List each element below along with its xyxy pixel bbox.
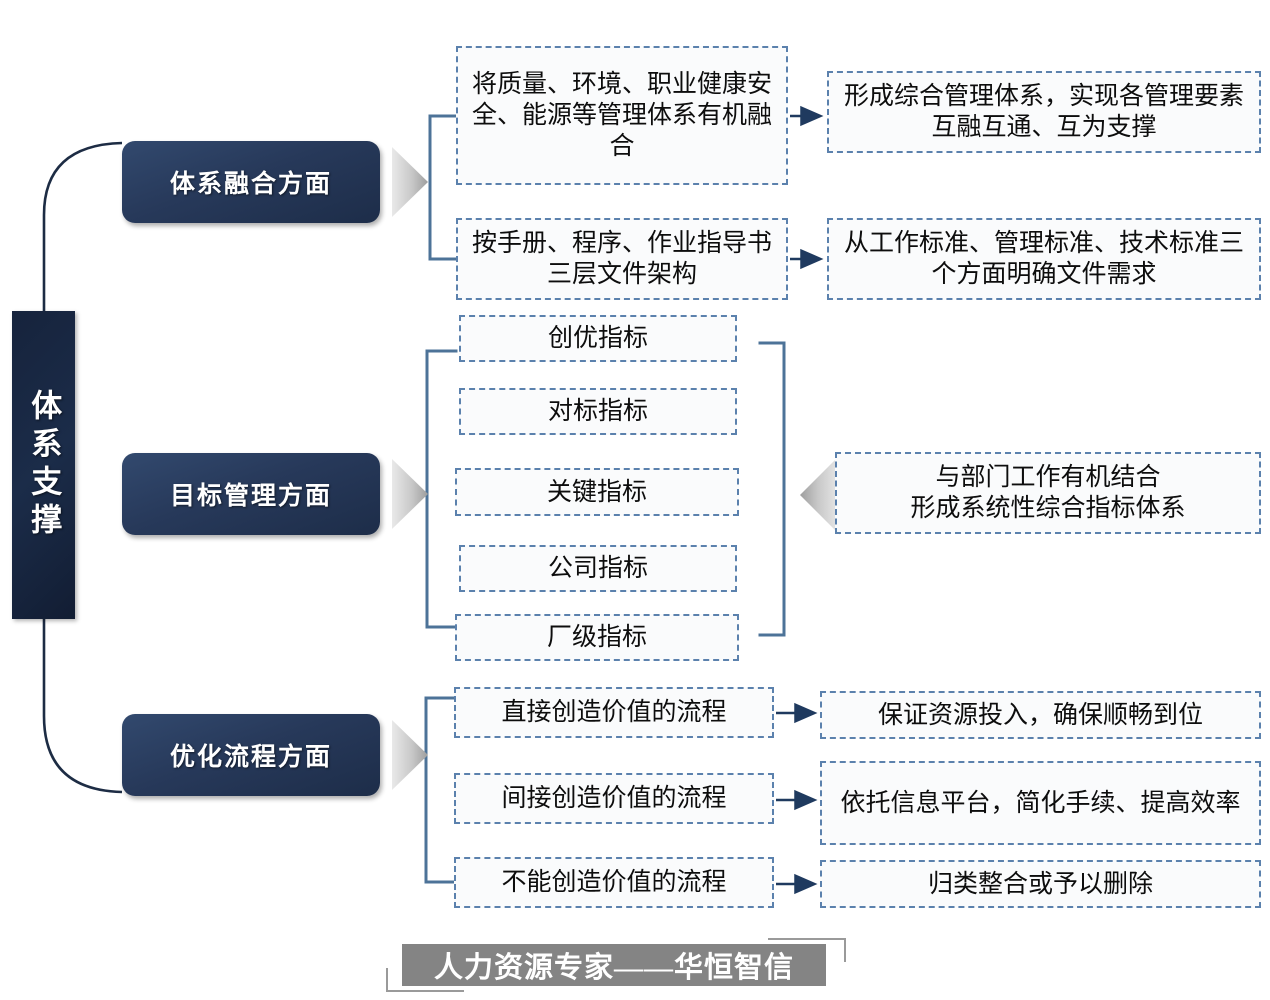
bracket-goals-left bbox=[425, 349, 458, 629]
spine-connector-bottom bbox=[42, 619, 123, 794]
goal-summary-line-2: 形成系统性综合指标体系 bbox=[910, 494, 1186, 522]
process-outcome-3[interactable]: 归类整合或予以删除 bbox=[820, 860, 1261, 908]
goal-indicator-1-text: 创优指标 bbox=[547, 324, 648, 352]
goal-indicator-5-text: 厂级指标 bbox=[546, 623, 647, 651]
chevron-right-icon bbox=[392, 716, 430, 794]
process-item-1[interactable]: 直接创造价值的流程 bbox=[454, 687, 774, 738]
process-item-2-text: 间接创造价值的流程 bbox=[501, 784, 727, 812]
goal-summary-line-1: 与部门工作有机结合 bbox=[935, 463, 1161, 491]
footer-corner-top-right bbox=[768, 938, 846, 962]
chevron-left-icon bbox=[798, 452, 842, 538]
integration-outcome-2[interactable]: 从工作标准、管理标准、技术标准三个方面明确文件需求 bbox=[827, 218, 1261, 300]
category-box-goals[interactable]: 目标管理方面 bbox=[122, 453, 380, 535]
integration-item-2-text: 按手册、程序、作业指导书三层文件架构 bbox=[471, 229, 772, 288]
bracket-goals-right bbox=[758, 341, 786, 637]
process-item-3-text: 不能创造价值的流程 bbox=[501, 868, 727, 896]
footer-bar: 人力资源专家——华恒智信 bbox=[402, 944, 826, 986]
goal-indicator-2[interactable]: 对标指标 bbox=[459, 388, 737, 435]
integration-outcome-2-text: 从工作标准、管理标准、技术标准三个方面明确文件需求 bbox=[843, 229, 1244, 288]
process-outcome-1[interactable]: 保证资源投入，确保顺畅到位 bbox=[820, 691, 1261, 739]
process-outcome-2[interactable]: 依托信息平台，简化手续、提高效率 bbox=[820, 761, 1261, 845]
chevron-right-icon bbox=[392, 143, 430, 221]
footer-text: 人力资源专家——华恒智信 bbox=[433, 952, 794, 984]
category-label: 体系融合方面 bbox=[169, 170, 332, 198]
goal-indicator-3[interactable]: 关键指标 bbox=[455, 468, 739, 516]
integration-item-1-text: 将质量、环境、职业健康安全、能源等管理体系有机融合 bbox=[471, 70, 772, 160]
integration-item-2[interactable]: 按手册、程序、作业指导书三层文件架构 bbox=[456, 218, 788, 300]
goal-indicator-2-text: 对标指标 bbox=[547, 397, 648, 425]
goal-indicator-4[interactable]: 公司指标 bbox=[459, 545, 737, 592]
goal-indicator-5[interactable]: 厂级指标 bbox=[455, 614, 739, 661]
category-box-process[interactable]: 优化流程方面 bbox=[122, 714, 380, 796]
spine-label: 体系支撑 bbox=[12, 311, 75, 619]
goal-summary[interactable]: 与部门工作有机结合 形成系统性综合指标体系 bbox=[835, 452, 1261, 534]
process-item-3[interactable]: 不能创造价值的流程 bbox=[454, 857, 774, 908]
process-outcome-1-text: 保证资源投入，确保顺畅到位 bbox=[877, 700, 1203, 729]
category-label: 目标管理方面 bbox=[169, 482, 332, 510]
footer-corner-bottom-left bbox=[386, 968, 464, 992]
bracket-integration bbox=[428, 114, 458, 261]
process-item-2[interactable]: 间接创造价值的流程 bbox=[454, 773, 774, 824]
process-outcome-2-text: 依托信息平台，简化手续、提高效率 bbox=[840, 788, 1241, 817]
bracket-process-left bbox=[424, 696, 456, 884]
integration-item-1[interactable]: 将质量、环境、职业健康安全、能源等管理体系有机融合 bbox=[456, 46, 788, 185]
process-outcome-3-text: 归类整合或予以删除 bbox=[927, 869, 1153, 898]
goal-indicator-1[interactable]: 创优指标 bbox=[459, 315, 737, 362]
process-item-1-text: 直接创造价值的流程 bbox=[501, 698, 727, 726]
goal-indicator-3-text: 关键指标 bbox=[546, 477, 647, 506]
goal-indicator-4-text: 公司指标 bbox=[547, 554, 648, 582]
spine-text: 体系支撑 bbox=[26, 389, 62, 541]
category-box-integration[interactable]: 体系融合方面 bbox=[122, 141, 380, 223]
category-label: 优化流程方面 bbox=[169, 743, 332, 771]
integration-outcome-1-text: 形成综合管理体系，实现各管理要素互融互通、互为支撑 bbox=[843, 82, 1244, 141]
footer: 人力资源专家——华恒智信 bbox=[386, 938, 846, 992]
chevron-right-icon bbox=[392, 455, 430, 533]
integration-outcome-1[interactable]: 形成综合管理体系，实现各管理要素互融互通、互为支撑 bbox=[827, 71, 1261, 153]
spine-connector-top bbox=[42, 141, 123, 311]
